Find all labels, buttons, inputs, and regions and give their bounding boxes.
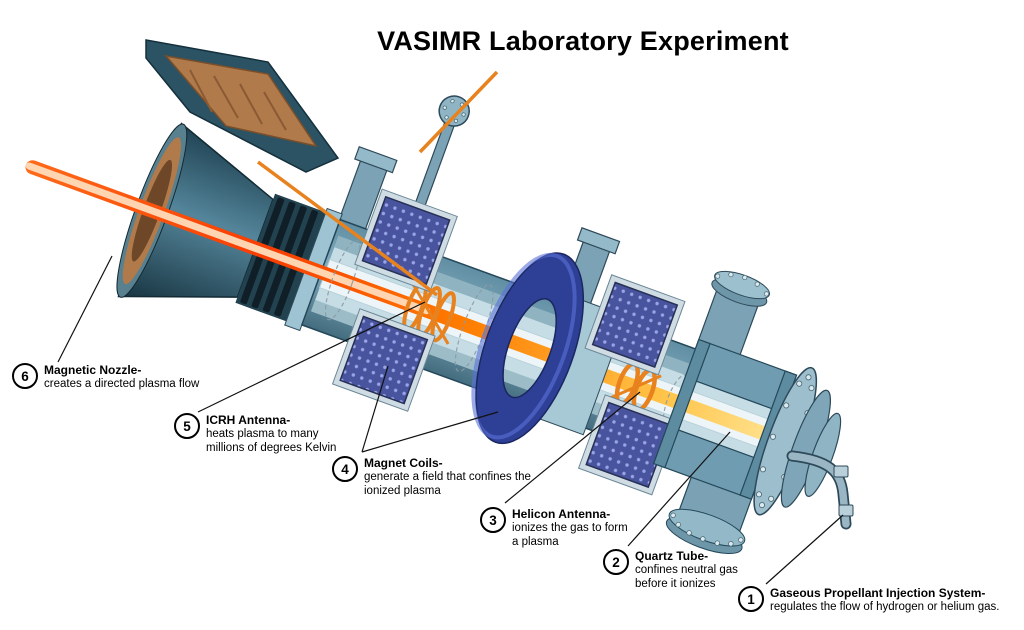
magnet-coil-panel (577, 394, 680, 496)
callout-quartz-tube: 2 Quartz Tube- confines neutral gas befo… (603, 549, 757, 591)
callout-description: generate a field that confines the ioniz… (364, 471, 531, 498)
callout-description: heats plasma to many millions of degrees… (206, 428, 337, 455)
callout-description: creates a directed plasma flow (44, 378, 200, 391)
callout-title: Gaseous Propellant Injection System- (770, 586, 986, 600)
right-housing (652, 338, 798, 500)
end-flange (753, 366, 842, 516)
antenna-feed-rod (256, 160, 439, 297)
diagram-title: VASIMR Laboratory Experiment (377, 26, 789, 57)
callout-magnetic-nozzle: 6 Magnetic Nozzle- creates a directed pl… (12, 363, 220, 391)
callout-title: Quartz Tube- (635, 549, 709, 563)
antenna-feed-rod (418, 70, 499, 154)
callout-number-badge: 6 (12, 363, 38, 389)
nozzle-shell-upper (145, 39, 340, 173)
gas-injection-pipe (786, 450, 854, 530)
callout-number-badge: 3 (480, 507, 506, 533)
callout-number-badge: 4 (332, 456, 358, 482)
callout-number-badge: 2 (603, 549, 629, 575)
magnet-coil-panel (354, 188, 458, 293)
leader-lines (57, 255, 844, 585)
callout-title: Helicon Antenna- (512, 507, 611, 521)
callout-number-badge: 1 (738, 586, 764, 612)
magnet-coil-panel (584, 274, 686, 376)
callout-magnet-coils: 4 Magnet Coils- generate a field that co… (332, 456, 536, 498)
callout-title: Magnetic Nozzle- (44, 363, 142, 377)
callout-description: confines neutral gas before it ionizes (635, 564, 738, 591)
callout-number-badge: 5 (174, 413, 200, 439)
machine-assembly (0, 80, 842, 555)
callout-title: ICRH Antenna- (206, 413, 291, 427)
callout-description: ionizes the gas to form a plasma (512, 522, 628, 549)
callout-title: Magnet Coils- (364, 456, 443, 470)
callout-description: regulates the flow of hydrogen or helium… (770, 601, 1000, 614)
callout-icrh-antenna: 5 ICRH Antenna- heats plasma to many mil… (174, 413, 358, 455)
callout-gas-injection: 1 Gaseous Propellant Injection System- r… (738, 586, 1022, 614)
callout-helicon-antenna: 3 Helicon Antenna- ionizes the gas to fo… (480, 507, 628, 549)
